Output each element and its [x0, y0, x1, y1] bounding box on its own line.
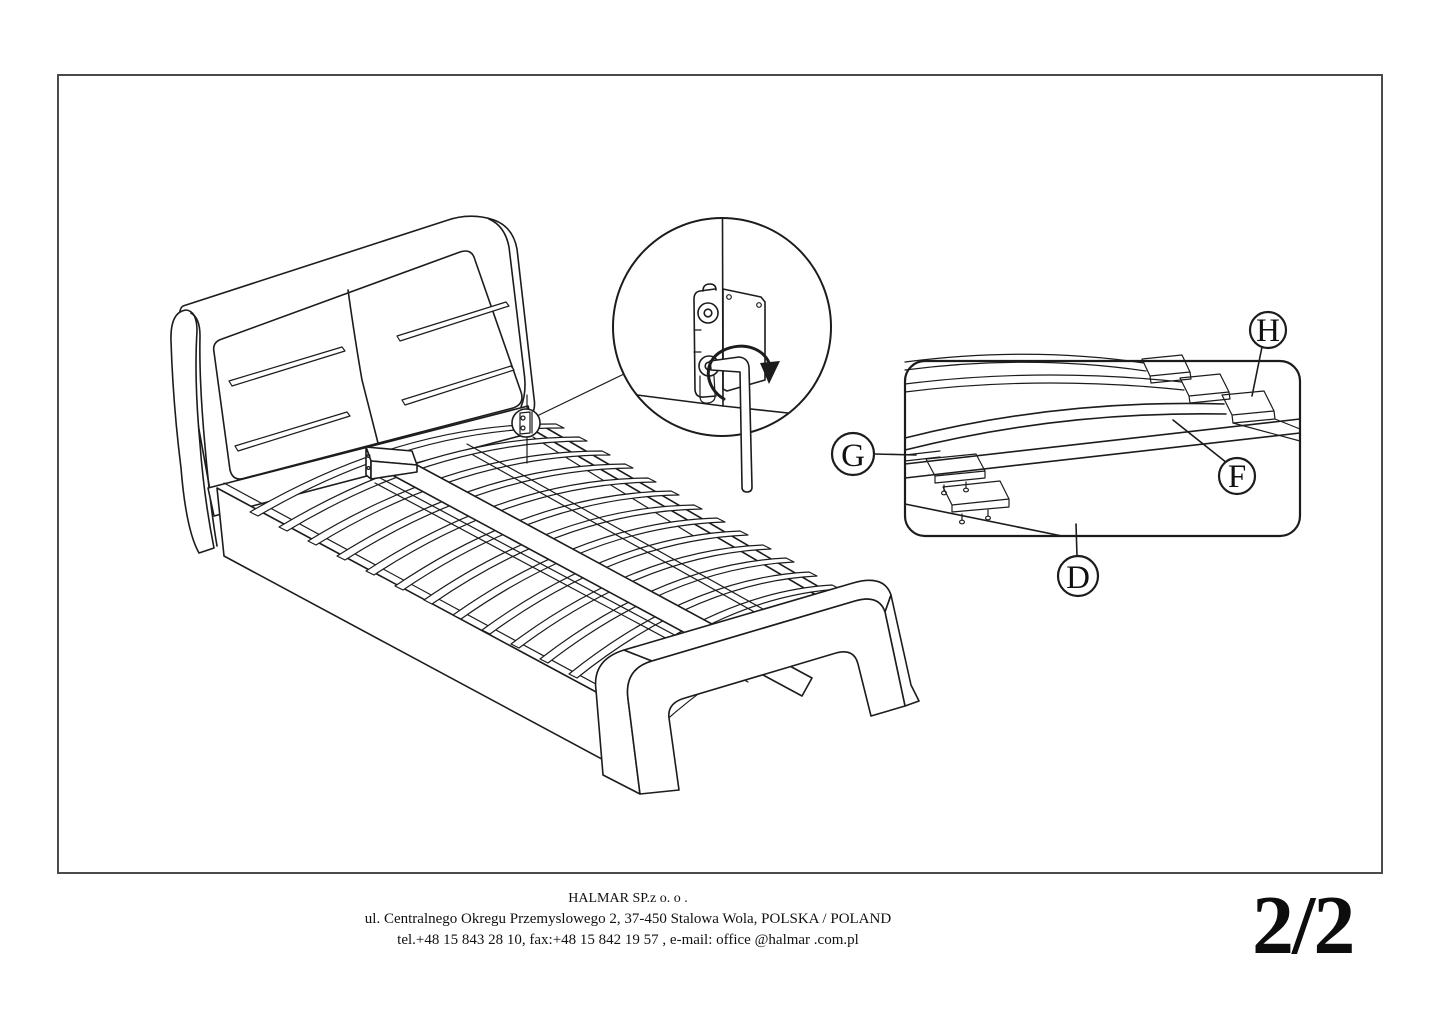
rotation-arrow-icon [706, 344, 780, 401]
footboard [594, 579, 920, 795]
far-side-rail [529, 418, 858, 617]
bed-illustration [170, 215, 920, 795]
label-F: F [1228, 459, 1246, 495]
footer-contact: tel.+48 15 843 28 10, fax:+48 15 842 19 … [397, 932, 859, 948]
zoom-detail-circle [612, 217, 832, 493]
footer: HALMAR SP.z o. o . ul. Centralnego Okreg… [365, 889, 891, 951]
inset-rail [904, 418, 1301, 537]
inset-slats [904, 353, 1276, 462]
callout-labels: H G F D [830, 310, 1288, 598]
leader-G [873, 453, 917, 456]
label-H: H [1256, 313, 1280, 349]
label-G: G [841, 438, 865, 474]
callout-line [538, 373, 625, 416]
label-circle-F [1217, 456, 1257, 496]
label-circle-H [1248, 310, 1288, 350]
leader-F [1172, 419, 1228, 464]
headboard-center-seam [347, 289, 379, 444]
page-number: 2/2 [1252, 879, 1355, 972]
leader-H [1251, 346, 1263, 397]
detail-locator-circle [511, 373, 625, 464]
slat-detail-inset [903, 353, 1302, 538]
inset-loose-caps [925, 453, 1010, 525]
page-border [57, 74, 1383, 874]
headboard-post [170, 309, 215, 554]
footer-address: ul. Centralnego Okregu Przemyslowego 2, … [364, 911, 892, 927]
footer-company: HALMAR SP.z o. o . [568, 891, 688, 906]
allen-key-icon [709, 356, 753, 493]
leader-D [1075, 523, 1078, 557]
label-circle-D [1056, 554, 1100, 598]
label-D: D [1066, 560, 1090, 596]
label-circle-G [830, 431, 876, 477]
